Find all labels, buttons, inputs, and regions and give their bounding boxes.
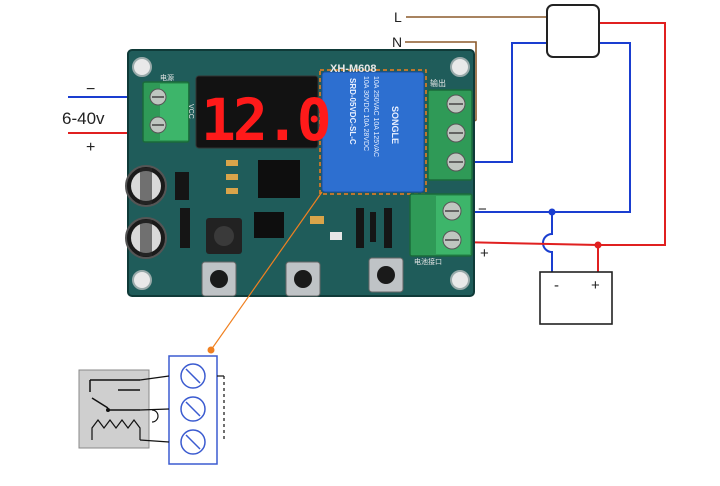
board-model: XH-M608 <box>330 63 376 75</box>
seven-segment-display <box>195 75 319 149</box>
output-terminal-block <box>427 89 473 181</box>
callout-line <box>210 191 323 351</box>
smd-component <box>356 208 364 248</box>
push-button <box>285 261 321 297</box>
load-box <box>546 4 600 58</box>
wire-terminal-plus <box>457 241 599 272</box>
push-button <box>368 257 404 293</box>
wire-load-to-output <box>458 42 547 163</box>
relay-brand: SONGLE <box>390 106 400 144</box>
smd-component <box>180 208 190 248</box>
mounting-hole <box>132 270 152 290</box>
battery-plus-label: + <box>591 277 600 294</box>
smd-component <box>370 212 376 242</box>
terminal-plus-label: + <box>480 245 489 262</box>
smd-component <box>226 174 238 180</box>
relay-model: SRD-05VDC-SL-C <box>348 78 357 145</box>
smd-component <box>384 208 392 248</box>
detail-terminal-block <box>168 355 225 465</box>
battery-terminal-label: 电池接口 <box>414 257 442 266</box>
ic-chip <box>254 212 284 238</box>
vcc-label: VCC <box>187 104 194 119</box>
junction-blue <box>548 208 556 216</box>
callout-dot <box>207 346 215 354</box>
smd-component <box>226 160 238 166</box>
relay-rating-2: 10A 30VDC 10A 28VDC <box>362 76 369 151</box>
terminal-minus-label: − <box>478 201 487 218</box>
relay-detail <box>78 369 159 449</box>
smd-component <box>310 216 324 224</box>
push-button <box>201 261 237 297</box>
battery-terminal-block <box>409 193 473 257</box>
battery-box <box>539 271 613 325</box>
smd-component <box>175 172 189 200</box>
display-readout: 12.0 <box>201 86 329 154</box>
supply-minus-label: − <box>86 81 95 98</box>
power-terminal-block <box>142 81 190 143</box>
smd-component <box>226 188 238 194</box>
neutral-label: N <box>392 34 402 50</box>
relay-rating-1: 10A 250VAC 10A 125VAC <box>372 76 379 157</box>
mounting-hole <box>450 270 470 290</box>
wire-battery-minus <box>542 212 553 272</box>
mounting-hole <box>450 57 470 77</box>
supply-plus-label: + <box>86 139 95 156</box>
line-label: L <box>394 9 402 25</box>
relay <box>319 69 427 195</box>
mounting-hole <box>132 57 152 77</box>
capacitor <box>125 165 167 207</box>
wire-load-blue <box>552 42 631 213</box>
wire-load-red <box>598 22 666 246</box>
output-label: 输出 <box>430 78 446 88</box>
capacitor <box>125 217 167 259</box>
smd-component <box>330 232 342 240</box>
junction-red <box>594 241 602 249</box>
battery-minus-label: - <box>554 277 559 294</box>
ic-chip <box>258 160 300 198</box>
power-label: 电源 <box>160 73 174 82</box>
supply-voltage-label: 6-40v <box>62 109 105 128</box>
